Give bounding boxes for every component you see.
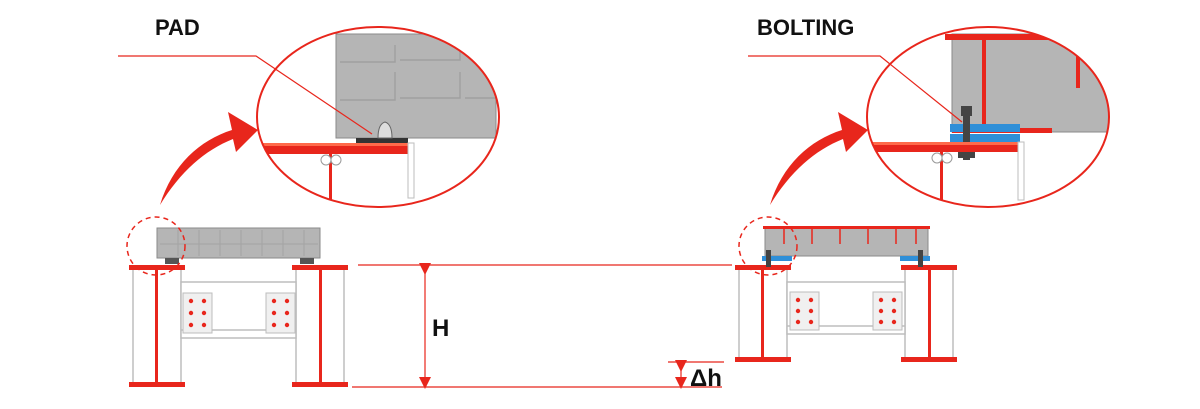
left-curved-arrow [160, 112, 258, 205]
right-curved-arrow [770, 112, 868, 205]
right-girder [764, 227, 929, 257]
left-splice-plate-b [265, 292, 296, 334]
left-zoom-bubble [256, 26, 500, 208]
height-label: H [432, 315, 449, 342]
delta-height-dimension: Δh [668, 360, 724, 392]
left-splice-plate-a [182, 292, 213, 334]
bolting-leader-line [748, 55, 963, 123]
bolting-label: BOLTING [757, 15, 854, 40]
right-plate-b [900, 256, 930, 261]
pad-label: PAD [155, 15, 200, 40]
right-structure [735, 216, 957, 362]
right-splice-plate-a [789, 291, 820, 331]
left-pad-b [300, 258, 314, 264]
left-pad-a [165, 258, 179, 264]
left-structure [126, 216, 348, 387]
left-girder-panel-lines [160, 230, 318, 256]
left-bolt-dots [188, 298, 290, 328]
right-splice-plate-b [872, 291, 903, 331]
left-steel-beams [129, 265, 348, 387]
right-bolt-dots [795, 297, 897, 325]
left-girder [156, 227, 321, 259]
right-detail-marker [738, 216, 798, 276]
right-zoom-bubble [866, 26, 1110, 208]
right-bolt-b [918, 250, 923, 267]
left-detail-marker [126, 216, 186, 276]
height-dimension: H [352, 263, 732, 389]
right-girder-stiffeners [783, 229, 917, 244]
right-bolt-a [766, 250, 771, 267]
right-plate-a [762, 256, 792, 261]
delta-height-label: Δh [690, 365, 722, 392]
right-steel-beams [735, 265, 957, 362]
pad-leader-line [118, 55, 373, 135]
